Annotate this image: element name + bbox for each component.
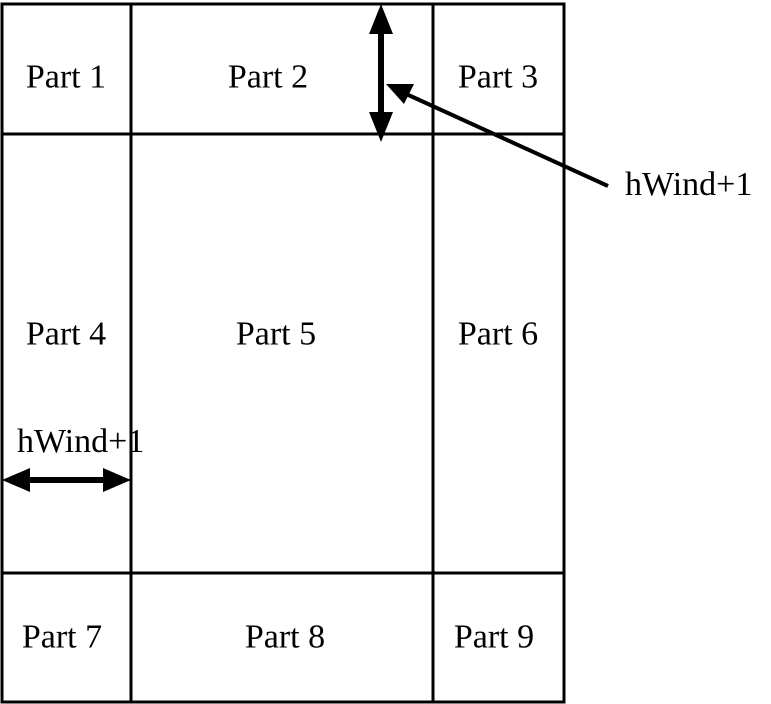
horizontal-margin-label: hWind+1	[17, 423, 144, 460]
horizontal-arrow-head-right	[103, 468, 131, 492]
vertical-dimension-arrow	[369, 4, 393, 142]
part-4-label: Part 4	[26, 316, 106, 353]
grid-outer-border	[0, 2, 566, 704]
part-9-label: Part 9	[454, 619, 534, 656]
leader-line	[403, 91, 609, 188]
part-3-label: Part 3	[458, 59, 538, 96]
part-7-label: Part 7	[22, 619, 102, 656]
vertical-arrow-head-down	[369, 112, 393, 142]
horizontal-arrow-head-left	[2, 468, 30, 492]
part-5-label: Part 5	[236, 316, 316, 353]
part-1-label: Part 1	[26, 59, 106, 96]
vertical-annotation-leader	[386, 84, 609, 188]
part-6-label: Part 6	[458, 316, 538, 353]
part-2-label: Part 2	[228, 59, 308, 96]
leader-arrow-head	[386, 84, 414, 104]
horizontal-dimension-arrow	[2, 468, 131, 492]
part-8-label: Part 8	[245, 619, 325, 656]
vertical-arrow-head-up	[369, 4, 393, 34]
vertical-margin-label: hWind+1	[625, 166, 752, 203]
